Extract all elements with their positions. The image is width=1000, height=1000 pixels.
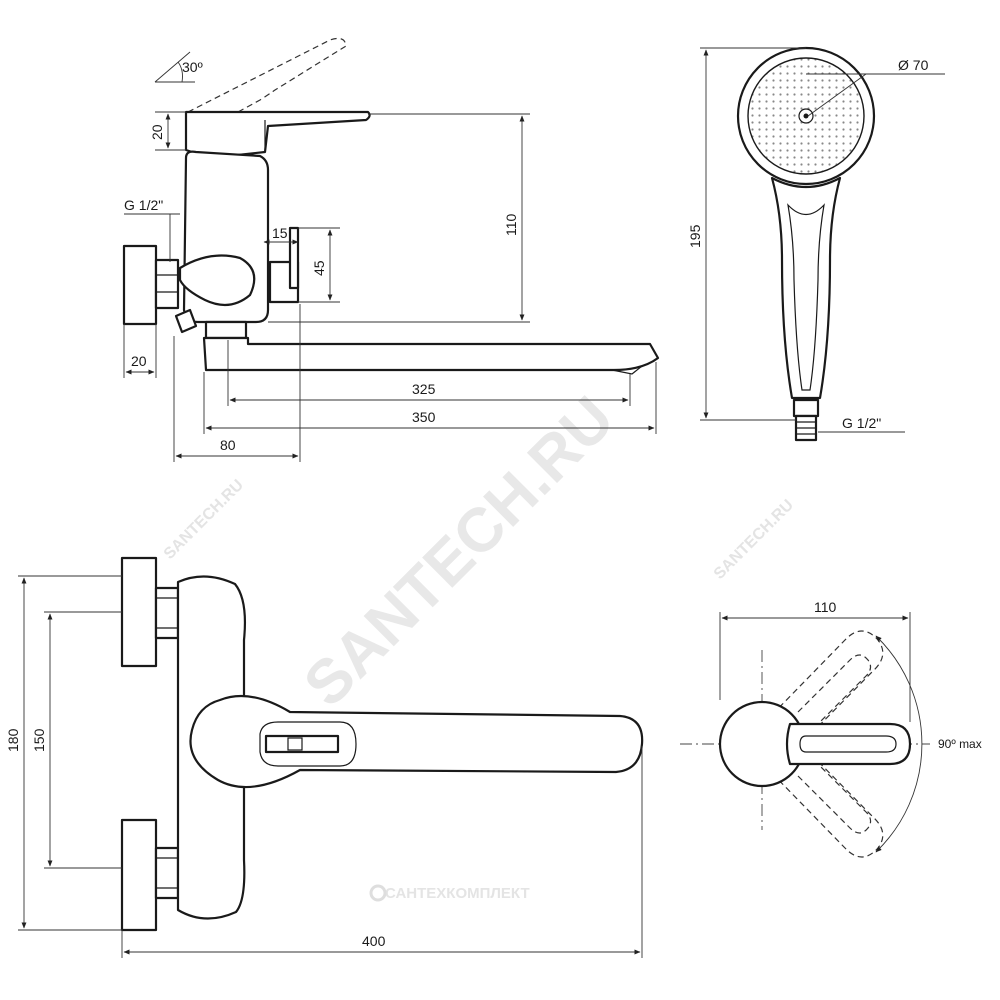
flange-top xyxy=(120,556,158,668)
lever-height-label: 20 xyxy=(149,124,165,140)
eccentric-nut xyxy=(154,258,180,310)
flange-bottom xyxy=(120,818,158,932)
total-width-label: 400 xyxy=(362,933,386,949)
spout-height-label: 45 xyxy=(311,260,327,276)
dim-lever-height: 20 xyxy=(149,111,186,151)
front-lever xyxy=(189,694,644,789)
body-height-label: 110 xyxy=(503,213,519,236)
watermark-secondary: САНТЕХКОМПЛЕКТ xyxy=(385,885,530,902)
dim-wall-offset: 80 xyxy=(173,304,301,462)
nut-bottom xyxy=(154,846,180,900)
spout-reach-outer-label: 350 xyxy=(412,409,436,425)
watermark-small-right: SANTECH.RU xyxy=(711,497,797,583)
diverter-valve xyxy=(174,308,198,334)
watermark-small: SANTECH.RU xyxy=(161,477,247,563)
dim-shower-length: 195 xyxy=(687,47,806,421)
dim-eccentric-width: 20 xyxy=(123,324,157,378)
dim-total-height: 180 xyxy=(5,575,122,931)
lever-rotation-label: 90º max xyxy=(938,737,982,751)
dim-spout-offset: 15 xyxy=(263,225,299,245)
eccentric-width-label: 20 xyxy=(131,353,147,369)
dim-center-distance: 150 xyxy=(31,611,122,869)
dim-thread-shower: G 1/2" xyxy=(818,415,905,433)
angle-label: 30º xyxy=(182,59,203,75)
lever-rotation-view: 110 90º max xyxy=(680,599,982,858)
watermark: SANTECH.RU SANTECH.RU SANTECH.RU САНТЕХК… xyxy=(161,384,797,902)
wall-offset-label: 80 xyxy=(220,437,236,453)
dim-shower-diameter: Ø 70 xyxy=(806,57,945,117)
dim-body-height: 110 xyxy=(268,113,530,323)
watermark-main: SANTECH.RU xyxy=(291,384,627,720)
lever-width-label: 110 xyxy=(814,599,837,615)
dim-spout-reach-outer: 350 xyxy=(203,362,657,434)
nut-top xyxy=(154,586,180,640)
lever-handle xyxy=(785,722,912,766)
spout xyxy=(202,336,660,372)
side-view: 30º 20 G 1/2" 110 15 xyxy=(122,37,660,462)
shower-length-label: 195 xyxy=(687,224,703,248)
dim-thread-side: G 1/2" xyxy=(124,197,180,262)
thread-side-label: G 1/2" xyxy=(124,197,163,213)
front-view: 180 150 400 xyxy=(5,556,644,958)
dim-lever-width: 110 xyxy=(719,599,911,722)
center-distance-label: 150 xyxy=(31,728,47,752)
shower-handle xyxy=(770,176,842,400)
shower-head-view: Ø 70 195 G 1/2" xyxy=(687,46,945,442)
dim-spout-reach-inner: 325 xyxy=(227,340,631,406)
spout-connector xyxy=(204,320,248,340)
diverter-knob xyxy=(178,254,256,307)
watermark-logo-icon xyxy=(369,884,387,902)
lever xyxy=(184,110,371,160)
dim-lever-rotation: 90º max xyxy=(875,635,982,853)
dim-angle: 30º xyxy=(154,51,203,83)
total-height-label: 180 xyxy=(5,728,21,752)
shower-thread xyxy=(792,398,820,418)
shower-diameter-label: Ø 70 xyxy=(898,57,929,73)
wall-flange xyxy=(122,244,158,326)
lever-raised-outline xyxy=(187,37,347,131)
spout-offset-label: 15 xyxy=(272,225,288,241)
thread-shower-label: G 1/2" xyxy=(842,415,881,431)
spout-reach-inner-label: 325 xyxy=(412,381,436,397)
dim-total-width: 400 xyxy=(121,746,643,958)
dim-spout-height: 45 xyxy=(298,227,340,303)
